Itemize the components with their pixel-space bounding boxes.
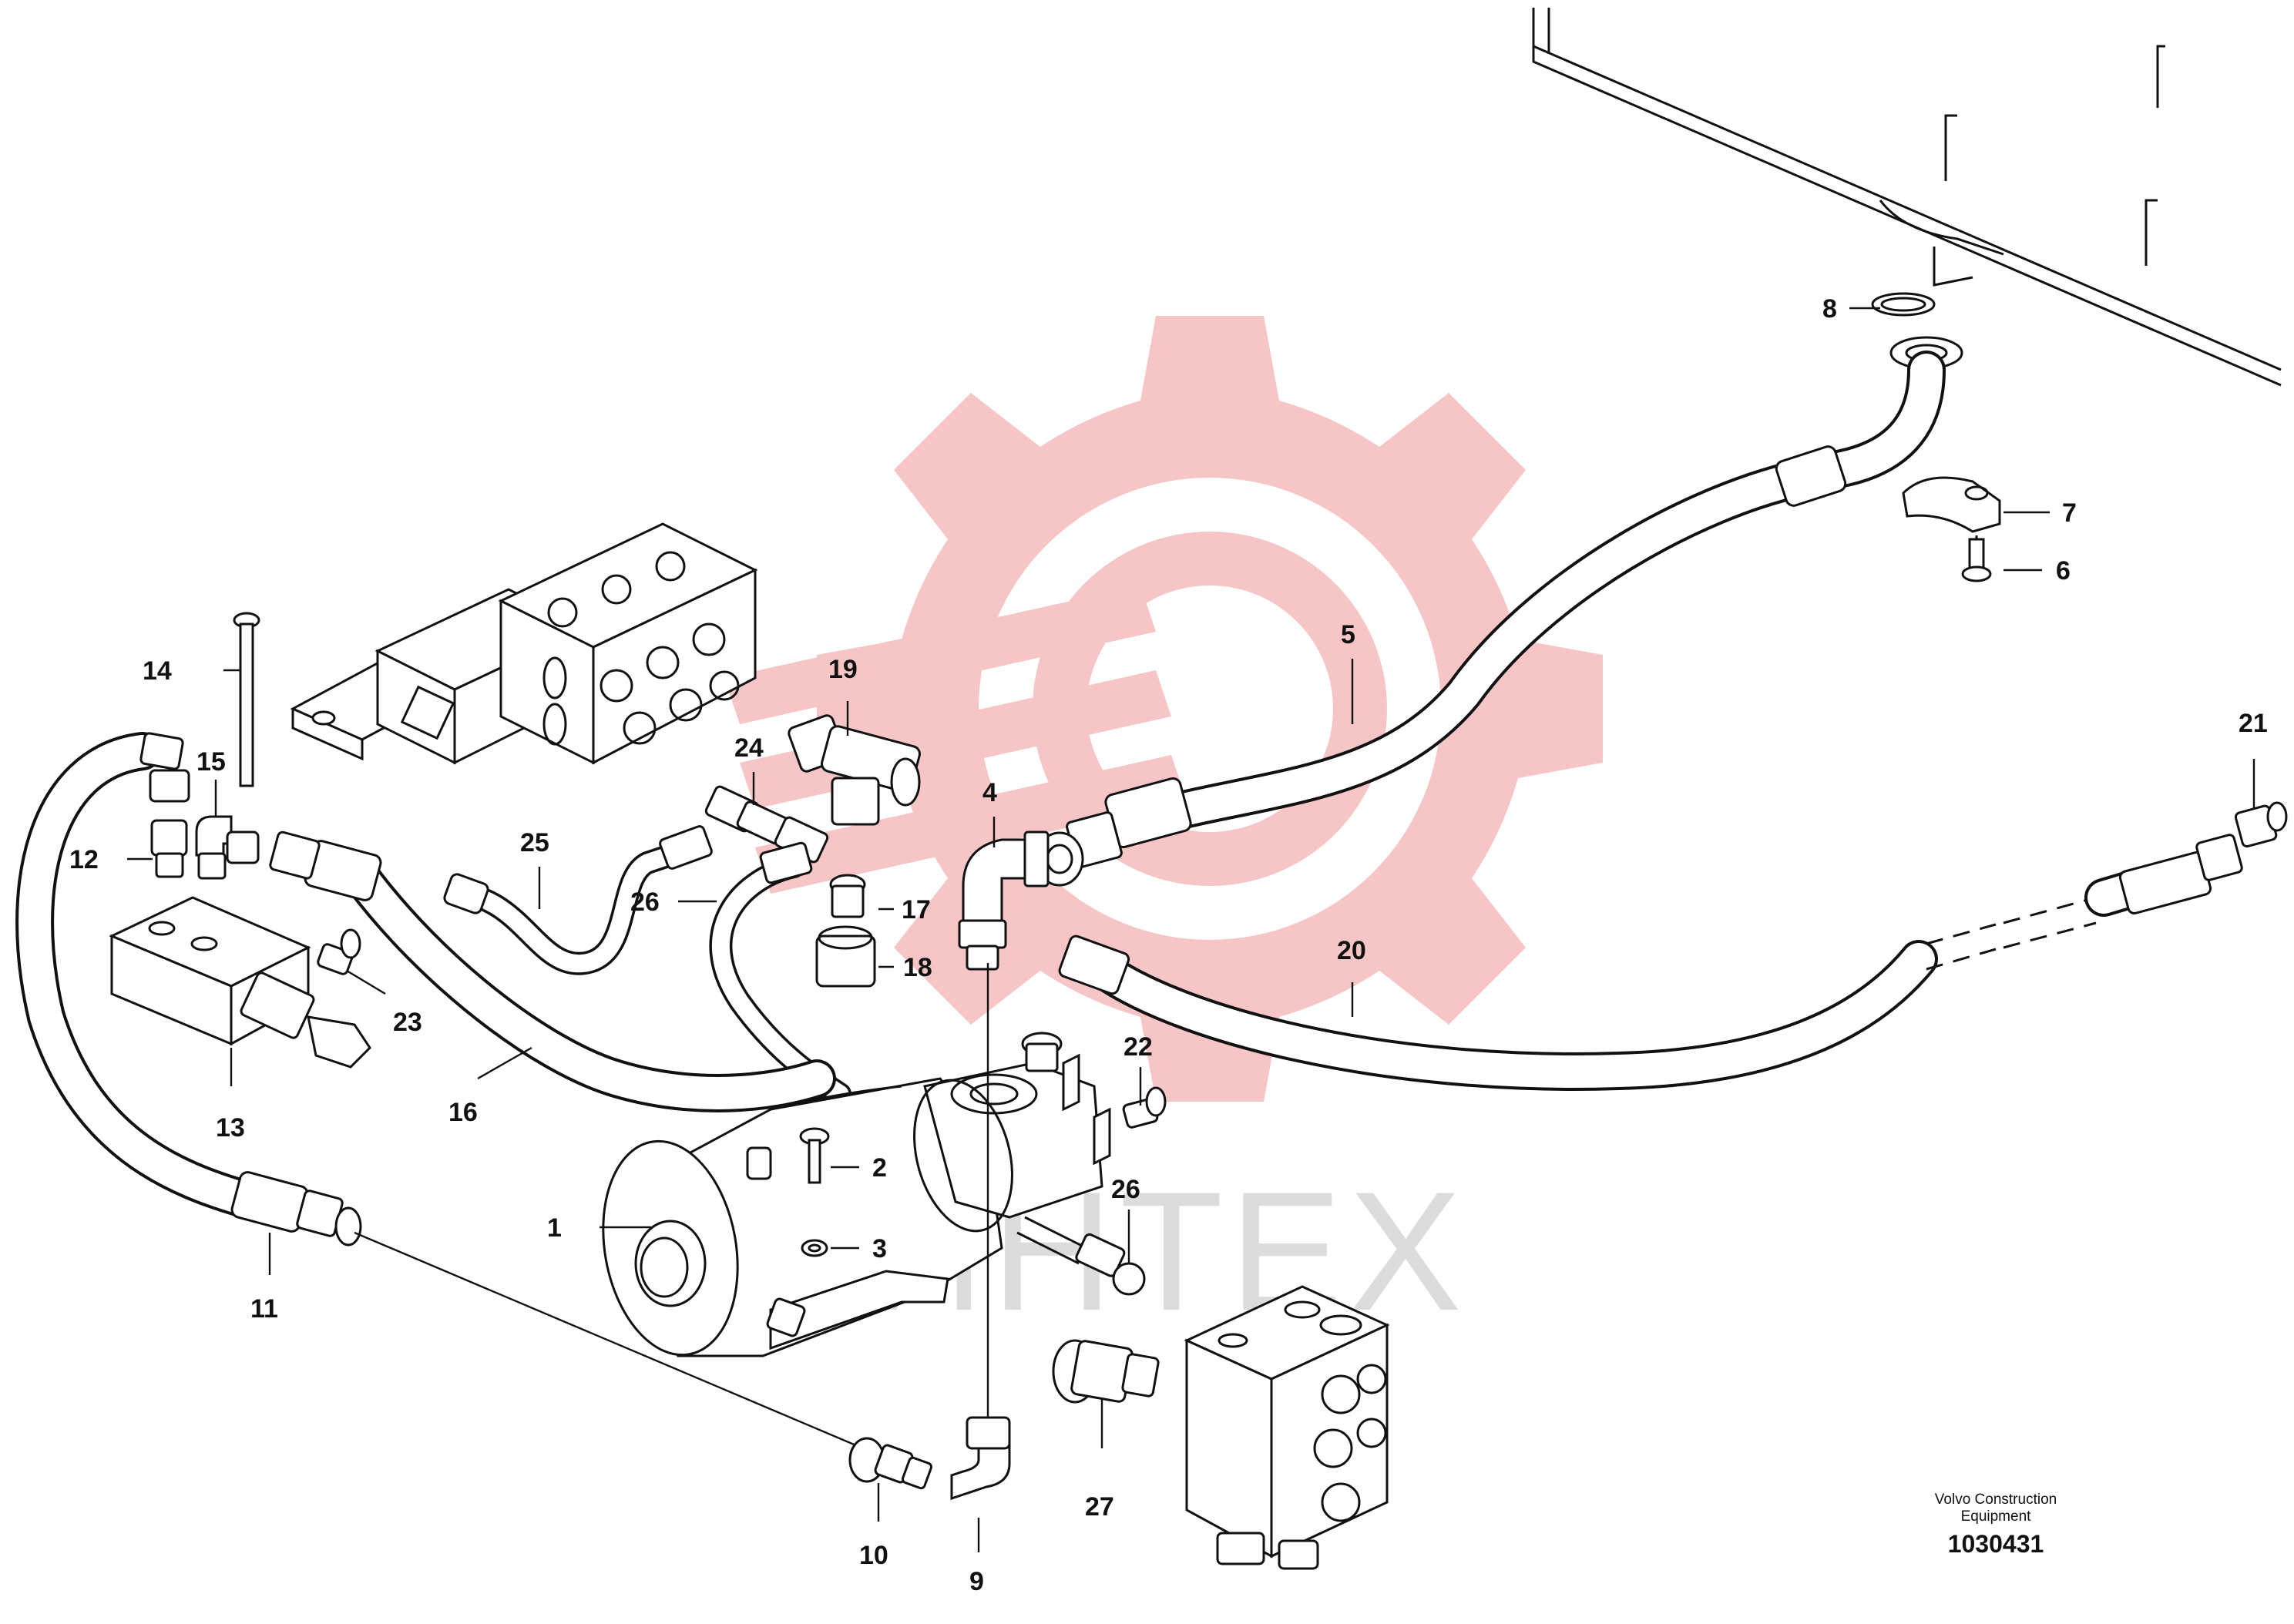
callout-14: 14 (143, 656, 172, 686)
part-20-hose (1058, 834, 2243, 1091)
part-22-fitting (1122, 1086, 1167, 1129)
part-10-fitting (848, 1437, 933, 1490)
hose-swivel-elbow (1815, 336, 1963, 489)
part-2-screw (799, 1127, 830, 1184)
callout-4: 4 (982, 778, 997, 807)
callout-24: 24 (734, 733, 764, 763)
part-6-screw (1961, 535, 1992, 582)
part-25-hose (443, 825, 713, 975)
part-8-seal-ring (1871, 292, 1936, 317)
callout-19: 19 (828, 655, 858, 684)
pump-fitting-top (1021, 1032, 1063, 1072)
callout-18: 18 (903, 953, 932, 982)
callout-7: 7 (2062, 498, 2077, 528)
publisher-name-line1: Volvo Construction (1934, 1491, 2057, 1508)
callout-21: 21 (2239, 709, 2268, 738)
drawing-number: 1030431 (1947, 1530, 2044, 1558)
callout-11: 11 (250, 1294, 278, 1324)
callout-23: 23 (393, 1008, 422, 1037)
callout-5: 5 (1341, 620, 1355, 649)
part-3-washer (801, 1239, 828, 1257)
part-16-hose (269, 830, 836, 1112)
part-21-fitting (2234, 801, 2288, 848)
callout-22: 22 (1123, 1032, 1153, 1062)
part-23-check-valve (317, 928, 361, 975)
callout-8: 8 (1822, 294, 1837, 324)
part-15-elbow (195, 815, 260, 880)
leader-lines (127, 307, 2255, 1552)
callout-13: 13 (216, 1113, 245, 1143)
callout-1: 1 (547, 1213, 562, 1243)
callout-16: 16 (448, 1098, 478, 1127)
callout-12: 12 (69, 845, 99, 874)
part-7-clamp (1902, 476, 2001, 533)
part-27-switch (1052, 1339, 1160, 1404)
part-26-tube (1016, 1216, 1146, 1296)
callout-15: 15 (196, 747, 226, 777)
callout-27: 27 (1085, 1492, 1114, 1522)
callout-6: 6 (2056, 556, 2071, 586)
part-4-elbow (958, 830, 1050, 971)
callout-10: 10 (859, 1541, 888, 1570)
callout-26-lower: 26 (1111, 1175, 1140, 1204)
part-13-block (109, 896, 371, 1069)
publisher-name-line2: Equipment (1960, 1508, 2031, 1525)
callout-20: 20 (1337, 936, 1366, 965)
callout-25: 25 (520, 828, 549, 857)
publisher-block: Volvo Construction Equipment 1030431 (1911, 1491, 2081, 1559)
callout-26-upper: 26 (630, 887, 660, 917)
part-24-tee (704, 785, 829, 864)
callout-17: 17 (902, 895, 931, 924)
callout-labels: 1 2 3 4 5 6 7 8 9 10 11 12 13 14 15 16 1… (69, 294, 2268, 1596)
callout-2: 2 (872, 1153, 887, 1183)
callout-9: 9 (969, 1567, 984, 1596)
part-1-motor-pump (602, 1053, 1111, 1357)
part-9-elbow (950, 963, 1011, 1501)
part-12-fitting (150, 819, 188, 878)
part-18-nut (815, 925, 876, 988)
cab-frame (1532, 8, 2282, 387)
control-valve-assembly (290, 522, 758, 765)
valve-block (1184, 1285, 1390, 1570)
part-19-tee (788, 714, 921, 826)
part-11-hose (15, 732, 864, 1450)
part-17-adapter (829, 874, 866, 918)
part-14-bolt (233, 612, 260, 787)
callout-3: 3 (872, 1234, 887, 1263)
